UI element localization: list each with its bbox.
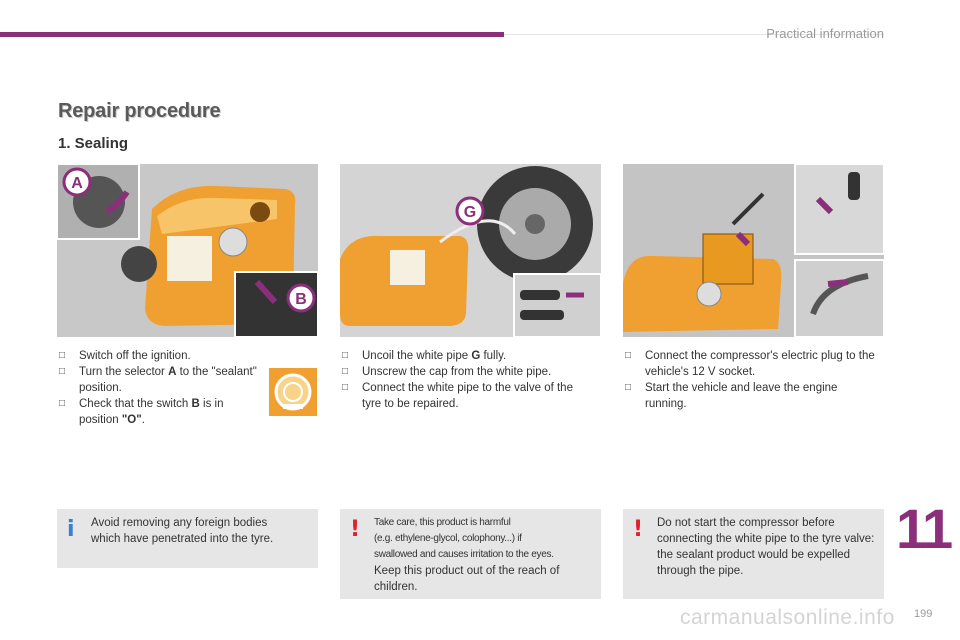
list-item: Switch off the ignition. — [57, 348, 257, 364]
instructions-middle: Uncoil the white pipe G fully. Unscrew t… — [340, 348, 595, 412]
list-item: Connect the compressor's electric plug t… — [623, 348, 881, 380]
callout-g: G — [464, 204, 476, 221]
list-item: Unscrew the cap from the white pipe. — [340, 364, 595, 380]
callout-b: B — [295, 291, 307, 308]
warning-note-harmful: ! Take care, this product is harmful (e.… — [340, 509, 601, 599]
photo-12v-socket — [623, 164, 884, 337]
section-label: Practical information — [766, 26, 884, 41]
warning-note-text: Take care, this product is harmful (e.g.… — [374, 517, 560, 593]
warning-icon: ! — [633, 517, 644, 542]
header-divider — [504, 34, 884, 35]
list-item: Check that the switch B is in position "… — [57, 396, 257, 428]
chapter-number: 11 — [896, 497, 953, 560]
list-item: Uncoil the white pipe G fully. — [340, 348, 595, 364]
warning-icon: ! — [350, 517, 361, 542]
callout-a: A — [71, 175, 83, 192]
info-note: i Avoid removing any foreign bodies whic… — [57, 509, 318, 568]
info-note-text: Avoid removing any foreign bodies which … — [91, 517, 274, 545]
info-icon: i — [67, 517, 75, 542]
list-item: Turn the selector A to the "sealant" pos… — [57, 364, 257, 396]
photo-white-pipe-valve: G — [340, 164, 601, 337]
instructions-right: Connect the compressor's electric plug t… — [623, 348, 881, 412]
list-item: Connect the white pipe to the valve of t… — [340, 380, 595, 412]
photo-compressor-selector: A B — [57, 164, 318, 337]
instructions-left: Switch off the ignition. Turn the select… — [57, 348, 257, 428]
page-number: 199 — [914, 608, 933, 620]
page-title: Repair procedure — [58, 100, 221, 122]
sealant-position-icon — [269, 368, 317, 416]
step-heading: 1. Sealing — [58, 135, 129, 152]
header-accent-bar — [0, 32, 504, 37]
list-item: Start the vehicle and leave the engine r… — [623, 380, 881, 412]
warning-note-text: Do not start the compressor before conne… — [657, 517, 875, 577]
warning-note-compressor: ! Do not start the compressor before con… — [623, 509, 884, 599]
watermark: carmanualsonline.info — [680, 606, 895, 629]
